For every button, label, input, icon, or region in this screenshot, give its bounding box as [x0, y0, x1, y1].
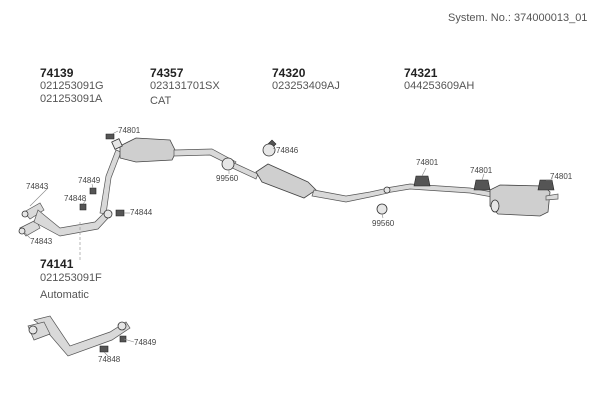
group-74320-part-1: 023253409AJ — [272, 80, 340, 92]
group-74139-part-2: 021253091A — [40, 93, 103, 105]
group-74321-part-1: 044253609AH — [404, 80, 475, 92]
callout-74846: 74846 — [276, 146, 299, 155]
group-74321-id: 74321 — [404, 66, 438, 80]
callout-74844: 74844 — [130, 208, 153, 217]
group-74357-part-1: 023131701SX — [150, 80, 220, 92]
callout-74843-a: 74843 — [26, 182, 49, 191]
hardware — [79, 133, 555, 217]
callout-99560-a: 99560 — [216, 174, 239, 183]
group-74139-id: 74139 — [40, 66, 74, 80]
callout-99560-b: 99560 — [372, 219, 395, 228]
front-downpipe-74139 — [18, 202, 111, 237]
callout-74843-b: 74843 — [30, 237, 53, 246]
automatic-downpipe-74141 — [27, 315, 131, 357]
callout-74848-a: 74848 — [64, 194, 87, 203]
callout-74848-b: 74848 — [98, 355, 121, 364]
system-number: System. No.: 374000013_01 — [448, 12, 588, 24]
group-74141-part-1: 021253091F — [40, 272, 102, 284]
group-74357-id: 74357 — [150, 66, 184, 80]
callout-74849-a: 74849 — [78, 176, 101, 185]
callout-74849-b: 74849 — [134, 338, 157, 347]
centre-silencer-74320 — [229, 161, 389, 203]
catalytic-converter-74357 — [111, 137, 237, 167]
group-74357-part-2: CAT — [150, 95, 172, 107]
intermediate-pipe — [99, 149, 122, 219]
callout-74801-b: 74801 — [416, 158, 439, 167]
callout-74801-a: 74801 — [118, 126, 141, 135]
leader-lines — [23, 130, 552, 357]
group-74141-id: 74141 — [40, 257, 74, 271]
group-74320-id: 74320 — [272, 66, 306, 80]
callout-74801-c: 74801 — [470, 166, 493, 175]
callout-74801-d: 74801 — [550, 172, 573, 181]
group-74139-part-1: 021253091G — [40, 80, 104, 92]
group-74141-note: Automatic — [40, 289, 89, 301]
rear-silencer-74321 — [489, 184, 559, 217]
